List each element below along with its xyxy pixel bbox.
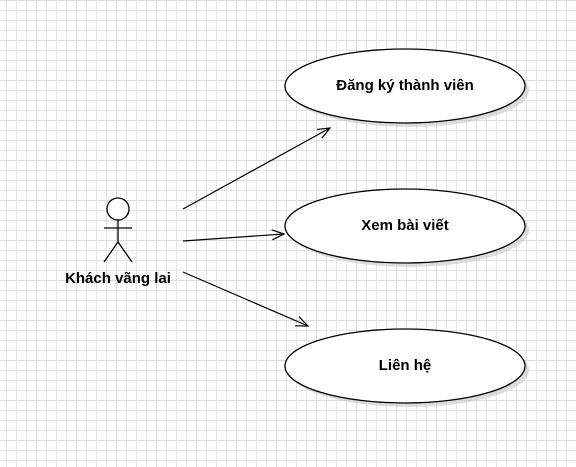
use-case-contact-shape <box>284 328 526 404</box>
use-case-contact[interactable] <box>284 328 529 407</box>
use-case-view-posts[interactable] <box>284 188 529 267</box>
association-arrow-view-posts[interactable] <box>182 234 284 242</box>
association-arrow-register[interactable] <box>182 128 330 210</box>
actor-right-leg <box>117 241 133 263</box>
use-case-register-label: Đăng ký thành viên <box>336 77 474 94</box>
use-case-view-posts-shape <box>284 188 526 264</box>
use-case-contact-label: Liên hệ <box>378 357 432 374</box>
use-case-register[interactable] <box>284 48 529 127</box>
actor-label: Khách vãng lai <box>65 270 171 287</box>
use-case-register-shape <box>284 48 526 124</box>
actor-figure[interactable] <box>103 197 133 263</box>
use-case-view-posts-label: Xem bài viết <box>361 217 449 234</box>
association-arrow-contact[interactable] <box>182 271 308 326</box>
actor-head <box>106 197 130 221</box>
actor-left-leg <box>103 241 119 263</box>
